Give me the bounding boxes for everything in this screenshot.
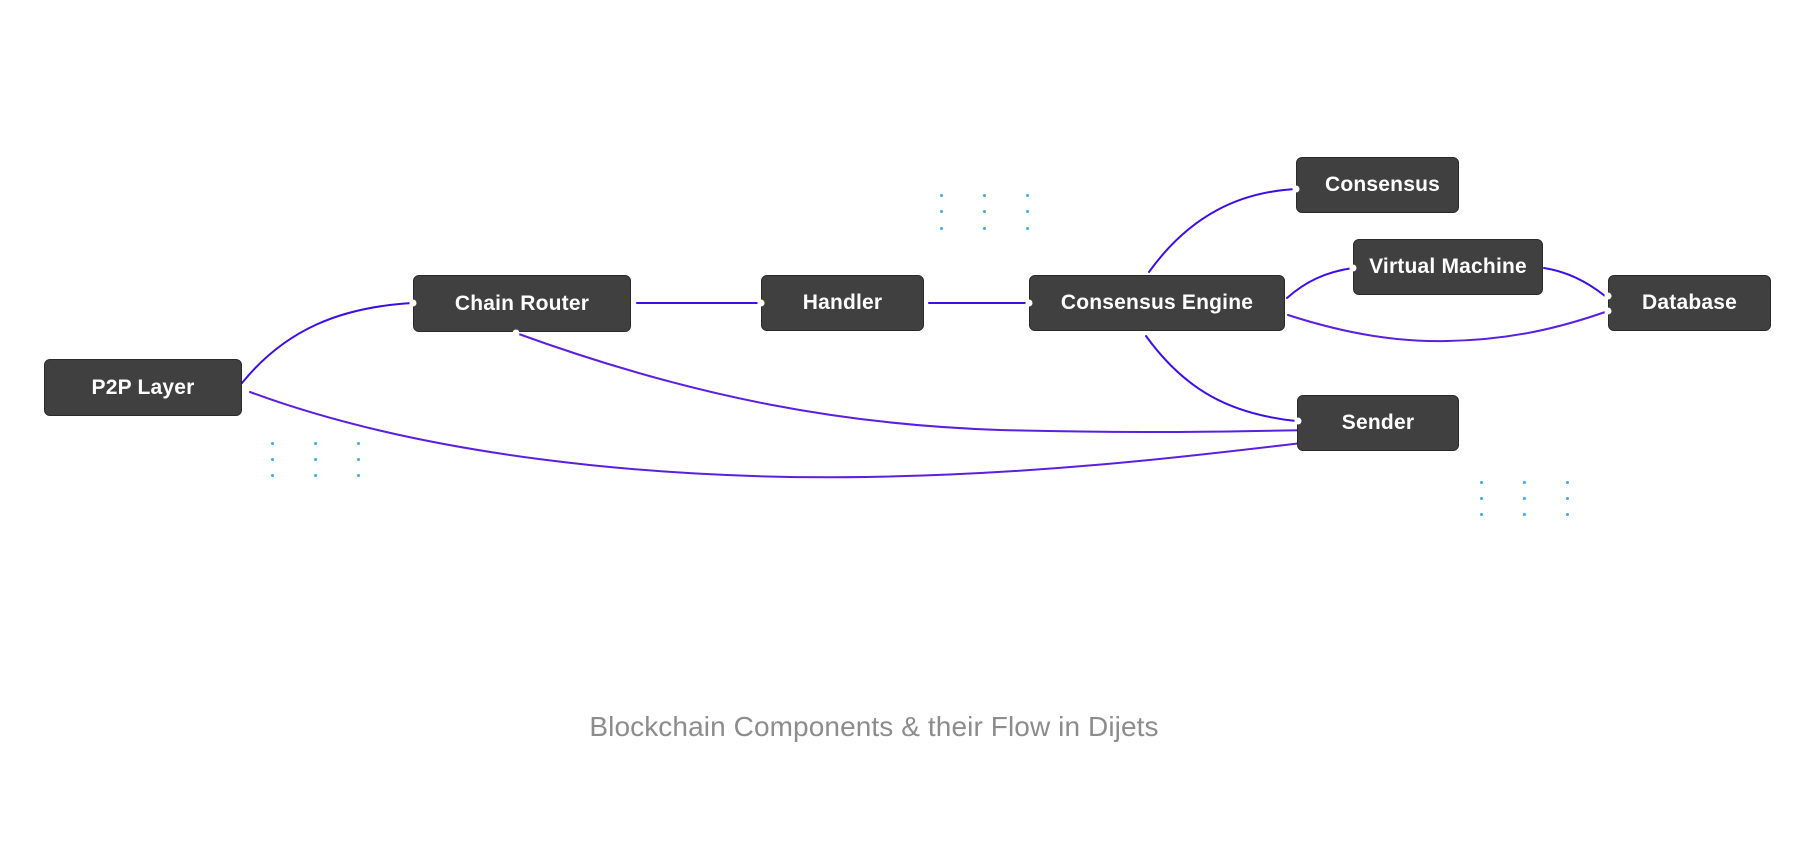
node-label: P2P Layer [91, 375, 195, 399]
node-virtual-machine[interactable]: Virtual Machine [1353, 239, 1543, 295]
decorative-dot [982, 226, 986, 230]
decorative-dot [1025, 193, 1029, 197]
edge-engine-db [1287, 310, 1609, 343]
decorative-dot [356, 457, 360, 461]
decorative-dot [270, 473, 274, 477]
decorative-dot [939, 210, 943, 213]
node-handler[interactable]: Handler [761, 275, 924, 331]
edge-engine-sender [1145, 335, 1297, 422]
decorative-dot [1565, 480, 1569, 484]
decorative-dot [1479, 512, 1483, 516]
edge-p2p-sender [249, 391, 1311, 479]
decorative-dot [939, 226, 943, 230]
decorative-dot [356, 441, 360, 445]
edge-p2p-router [241, 302, 414, 384]
decorative-dot [1522, 512, 1526, 516]
decorative-dot [982, 210, 986, 213]
decorative-dot [313, 457, 317, 461]
node-p2p-layer[interactable]: P2P Layer [44, 359, 242, 416]
node-sender[interactable]: Sender [1297, 395, 1459, 451]
edge-engine-consensus [1148, 188, 1297, 273]
node-label: Database [1642, 291, 1737, 314]
node-label: Chain Router [454, 291, 590, 315]
node-consensus-engine[interactable]: Consensus Engine [1029, 275, 1285, 331]
decorative-dot [1479, 480, 1483, 484]
decorative-dot [313, 473, 317, 477]
diagram-caption: Blockchain Components & their Flow in Di… [589, 711, 1159, 742]
node-consensus[interactable]: Consensus [1296, 157, 1459, 213]
node-label: Virtual Machine [1369, 255, 1527, 278]
node-label: Handler [802, 291, 883, 314]
decorative-dot [982, 193, 986, 197]
node-label: Sender [1341, 411, 1415, 434]
decorative-dot [939, 193, 943, 197]
edge-router-sender [515, 332, 1311, 434]
node-label: Consensus Engine [1060, 291, 1254, 314]
node-chain-router[interactable]: Chain Router [413, 275, 631, 332]
node-label: Consensus [1325, 173, 1440, 196]
decorative-dot [1479, 496, 1483, 500]
decorative-dot [1025, 210, 1029, 213]
decorative-dot [356, 473, 360, 477]
decorative-dot [1565, 512, 1569, 516]
decorative-dot [313, 441, 317, 445]
decorative-dot [270, 457, 274, 461]
decorative-dot [1522, 496, 1526, 500]
decorative-dot [1522, 480, 1526, 484]
node-database[interactable]: Database [1608, 275, 1771, 331]
decorative-dot [1025, 226, 1029, 230]
decorative-dot [270, 441, 274, 445]
edge-vm-db [1543, 267, 1606, 297]
edge-engine-vm [1286, 267, 1354, 299]
decorative-dot [1565, 496, 1569, 500]
